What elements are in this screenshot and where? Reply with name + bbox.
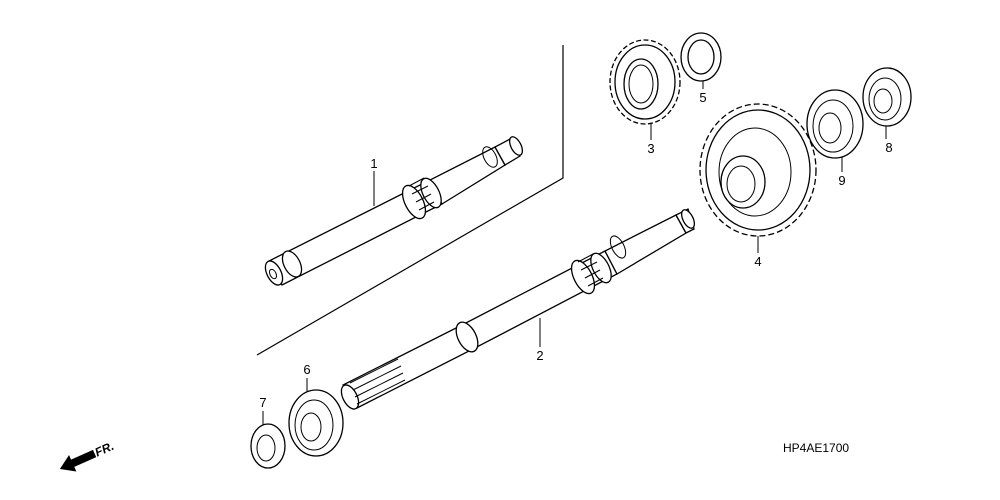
part-label-2: 2 <box>536 348 543 363</box>
bearing-9[interactable] <box>806 89 864 159</box>
shaft-2[interactable] <box>338 208 697 412</box>
figure-code: HP4AE1700 <box>783 441 849 455</box>
part-label-4: 4 <box>754 254 761 269</box>
part-label-8: 8 <box>885 140 892 155</box>
leader-lines <box>262 81 887 425</box>
fr-label: FR. <box>93 439 116 460</box>
bearing-6[interactable] <box>288 389 344 457</box>
washer-7[interactable] <box>250 423 286 469</box>
shaft-1[interactable] <box>262 135 525 288</box>
gear-4[interactable] <box>699 103 817 237</box>
gear-3[interactable] <box>609 39 681 125</box>
front-direction-arrow-icon: FR. <box>59 439 116 472</box>
part-label-9: 9 <box>838 173 845 188</box>
bearing-8[interactable] <box>862 67 912 127</box>
part-label-7: 7 <box>259 395 266 410</box>
washer-5[interactable] <box>680 32 722 82</box>
part-label-3: 3 <box>647 141 654 156</box>
separator-line <box>256 45 564 356</box>
part-label-6: 6 <box>303 362 310 377</box>
part-label-5: 5 <box>699 90 706 105</box>
part-label-1: 1 <box>370 156 377 171</box>
